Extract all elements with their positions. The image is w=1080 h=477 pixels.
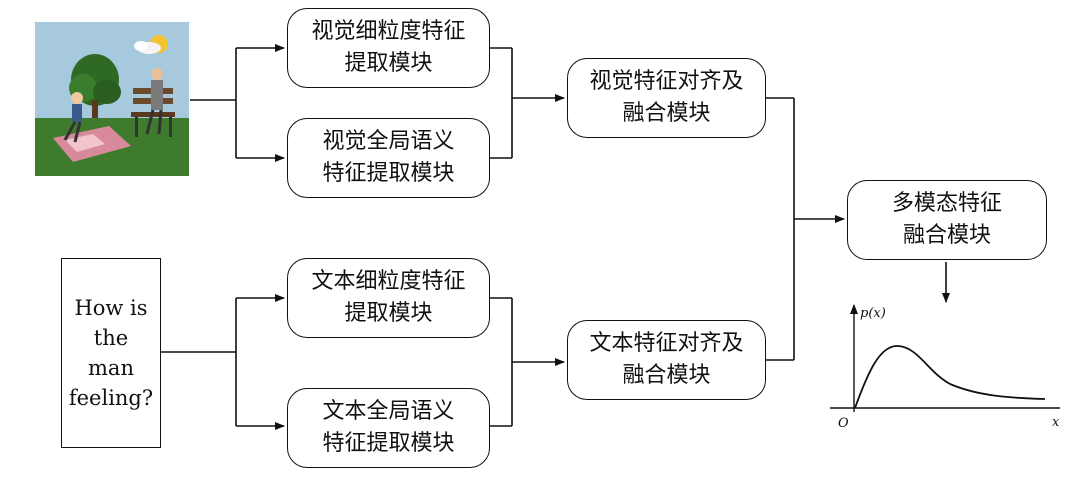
sun-cloud-icon [134, 35, 168, 54]
module-label-line-1: 文本全局语义 [322, 399, 455, 424]
text-fine-grained-extraction-module: 文本细粒度特征 提取模块 [287, 258, 490, 338]
visual-global-semantic-extraction-module: 视觉全局语义 特征提取模块 [287, 118, 490, 198]
tree-icon [69, 54, 121, 118]
distribution-plot: p(x) x O [830, 304, 1060, 431]
module-label-line-1: 文本特征对齐及 [589, 331, 744, 356]
module-label-line-1: 视觉细粒度特征 [311, 19, 466, 44]
question-line-1: How is [74, 296, 148, 320]
module-label-line-2: 提取模块 [344, 301, 433, 326]
question-line-2: the man [88, 326, 134, 380]
module-label-line-2: 融合模块 [902, 223, 991, 248]
module-label-line-2: 提取模块 [344, 51, 433, 76]
visual-fine-grained-extraction-module: 视觉细粒度特征 提取模块 [287, 8, 490, 88]
man-figure-icon [145, 68, 163, 135]
plot-curve [854, 345, 1046, 409]
question-box: How is the man feeling? [61, 258, 161, 448]
module-label-line-1: 视觉特征对齐及 [589, 69, 744, 94]
module-label-line-2: 融合模块 [622, 101, 711, 126]
woman-figure-icon [63, 92, 83, 143]
input-image [35, 22, 189, 176]
text-alignment-fusion-module: 文本特征对齐及 融合模块 [567, 320, 766, 400]
module-label-line-1: 视觉全局语义 [322, 129, 455, 154]
multimodal-fusion-module: 多模态特征 融合模块 [847, 180, 1047, 260]
module-label-line-2: 融合模块 [622, 363, 711, 388]
module-label-line-1: 多模态特征 [891, 191, 1002, 216]
module-label-line-2: 特征提取模块 [322, 161, 455, 186]
text-global-semantic-extraction-module: 文本全局语义 特征提取模块 [287, 388, 490, 468]
visual-alignment-fusion-module: 视觉特征对齐及 融合模块 [567, 58, 766, 138]
plot-origin-label: O [838, 416, 849, 431]
module-label-line-2: 特征提取模块 [322, 431, 455, 456]
question-line-3: feeling? [68, 386, 154, 410]
plot-x-label: x [1052, 415, 1060, 430]
plot-y-label: p(x) [860, 306, 886, 321]
module-label-line-1: 文本细粒度特征 [311, 269, 466, 294]
